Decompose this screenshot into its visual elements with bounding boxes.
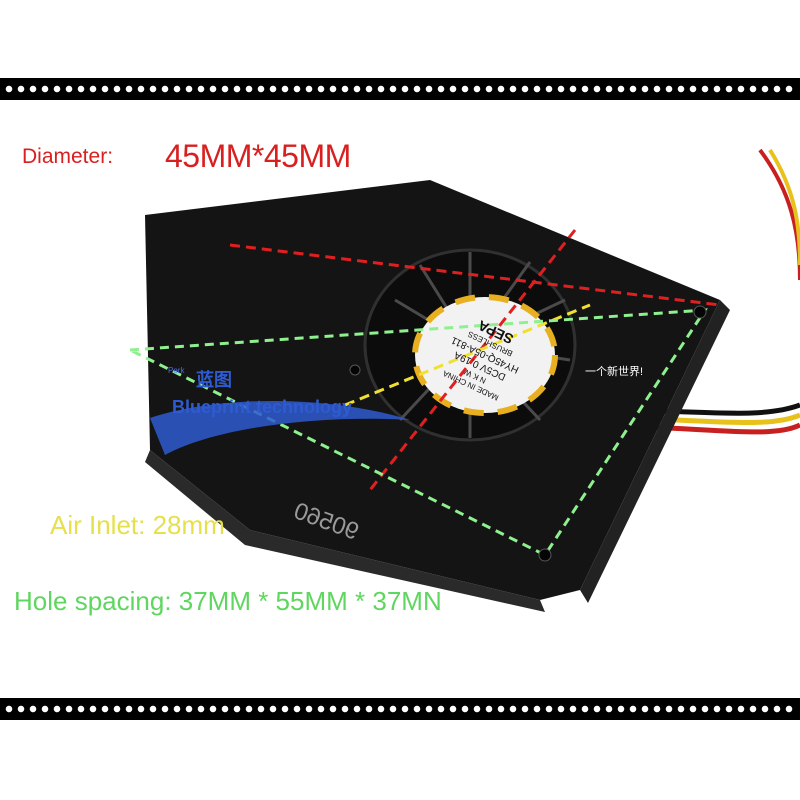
watermark-small-text: Perk xyxy=(168,366,185,375)
film-strip-top xyxy=(0,78,800,100)
watermark-english-text: Blueprint technology xyxy=(172,397,352,417)
diameter-label: Diameter: xyxy=(22,145,114,168)
watermark-swoosh xyxy=(150,400,410,455)
fan-hub-label xyxy=(415,297,555,413)
air-inlet-label: Air Inlet: 28mm xyxy=(50,510,225,540)
yellow-inlet-line xyxy=(344,303,591,407)
green-hole-lines xyxy=(129,308,708,557)
mounting-holes xyxy=(349,305,707,562)
film-strip-bottom xyxy=(0,698,800,720)
hole-spacing-label: Hole spacing: 37MM * 55MM * 37MN xyxy=(14,586,442,616)
diameter-value: 45MM*45MM xyxy=(165,138,351,174)
red-diameter-lines xyxy=(229,229,721,491)
watermark-right-text: 一个新世界! xyxy=(585,366,644,378)
watermark-chinese-text: 蓝图 xyxy=(196,370,232,390)
